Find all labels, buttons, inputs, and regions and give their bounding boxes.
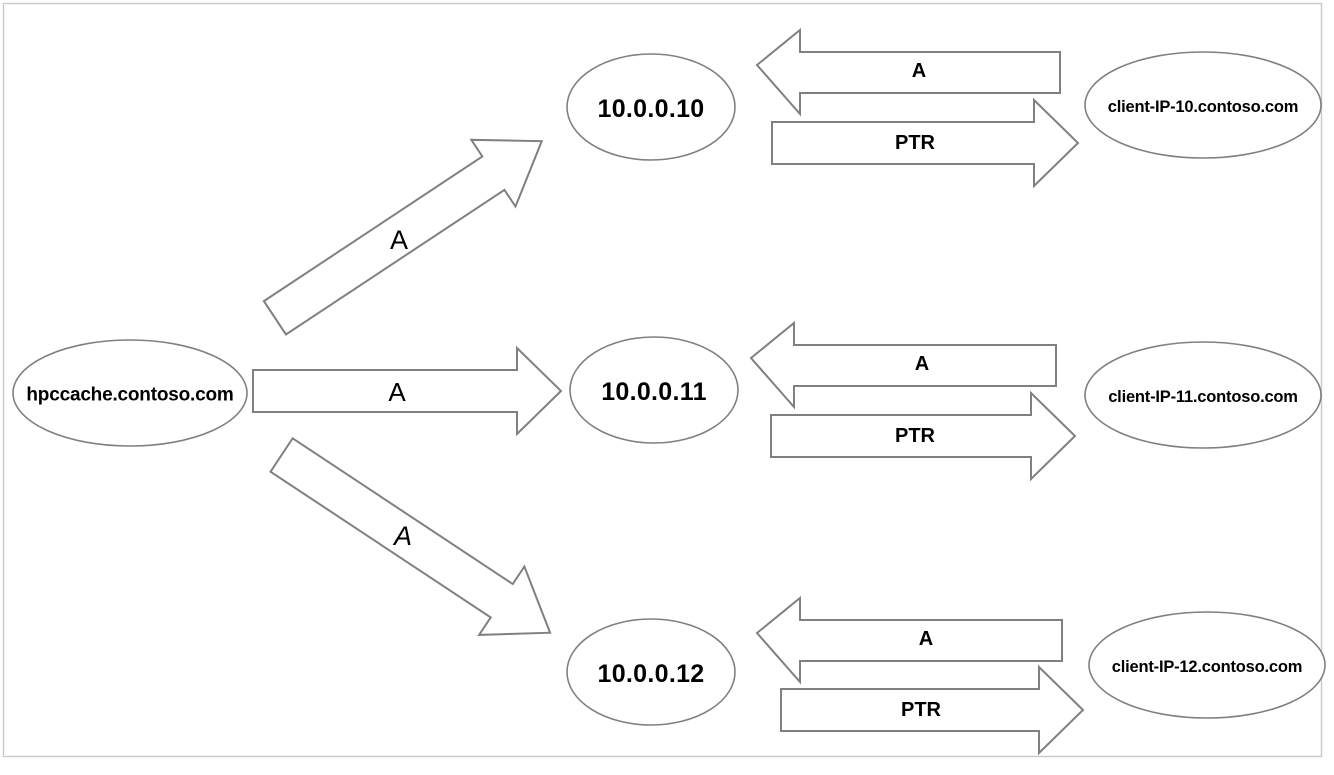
arrow-ptr-row2: PTR: [770, 390, 1077, 482]
page-border: [2, 2, 1323, 758]
arrow-a-row3-shape: [755, 595, 1063, 685]
node-client11[interactable]: client-IP-11.contoso.com: [1084, 341, 1322, 449]
arrow-a-row1-shape: [755, 27, 1061, 117]
node-hpccache[interactable]: hpccache.contoso.com: [12, 339, 248, 447]
node-ip12[interactable]: 10.0.0.12: [566, 618, 736, 726]
node-ip10[interactable]: 10.0.0.10: [566, 53, 736, 161]
node-client12-label: client-IP-12.contoso.com: [1112, 658, 1303, 676]
node-ip12-ellipse[interactable]: [566, 618, 736, 726]
arrow-a-top: A: [262, 138, 544, 336]
arrow-ptr-row3-shape: [780, 664, 1085, 756]
node-ip12-label: 10.0.0.12: [598, 660, 705, 688]
node-ip11-ellipse[interactable]: [569, 336, 739, 444]
node-client11-ellipse[interactable]: [1084, 341, 1322, 449]
arrow-ptr-row2-label: PTR: [895, 425, 936, 447]
arrow-a-mid: A: [252, 345, 563, 437]
arrow-a-top-label: A: [390, 225, 408, 255]
arrow-a-row1: A: [755, 27, 1061, 117]
node-client12[interactable]: client-IP-12.contoso.com: [1088, 611, 1326, 719]
arrow-ptr-row3-label: PTR: [901, 699, 942, 721]
arrow-a-bottom: A: [269, 436, 552, 636]
node-ip11-label: 10.0.0.11: [601, 378, 707, 406]
node-hpccache-ellipse[interactable]: [12, 339, 248, 447]
arrow-a-top-shape: [262, 138, 544, 336]
node-client10[interactable]: client-IP-10.contoso.com: [1084, 51, 1322, 159]
node-client10-label: client-IP-10.contoso.com: [1108, 98, 1299, 116]
arrow-a-row2-label: A: [915, 353, 929, 375]
arrow-ptr-row1-shape: [771, 97, 1080, 189]
node-ip10-label: 10.0.0.10: [598, 95, 705, 123]
arrow-a-row1-label: A: [912, 60, 926, 82]
node-client12-ellipse[interactable]: [1088, 611, 1326, 719]
arrow-a-bottom-shape: [269, 436, 552, 636]
node-ip11[interactable]: 10.0.0.11: [569, 336, 739, 444]
arrow-ptr-row1-label: PTR: [895, 132, 936, 154]
arrow-a-mid-shape: [252, 345, 563, 437]
node-hpccache-label: hpccache.contoso.com: [26, 385, 233, 406]
arrow-a-bottom-label: A: [392, 521, 412, 551]
arrow-a-row3: A: [755, 595, 1063, 685]
arrow-a-mid-label: A: [388, 377, 406, 407]
node-client11-label: client-IP-11.contoso.com: [1108, 388, 1298, 406]
arrow-a-row3-label: A: [919, 628, 933, 650]
node-ip10-ellipse[interactable]: [566, 53, 736, 161]
node-client10-ellipse[interactable]: [1084, 51, 1322, 159]
arrow-ptr-row1: PTR: [771, 97, 1080, 189]
arrow-ptr-row3: PTR: [780, 664, 1085, 756]
arrow-a-row2: A: [749, 320, 1057, 410]
arrow-ptr-row2-shape: [770, 390, 1077, 482]
arrow-a-row2-shape: [749, 320, 1057, 410]
